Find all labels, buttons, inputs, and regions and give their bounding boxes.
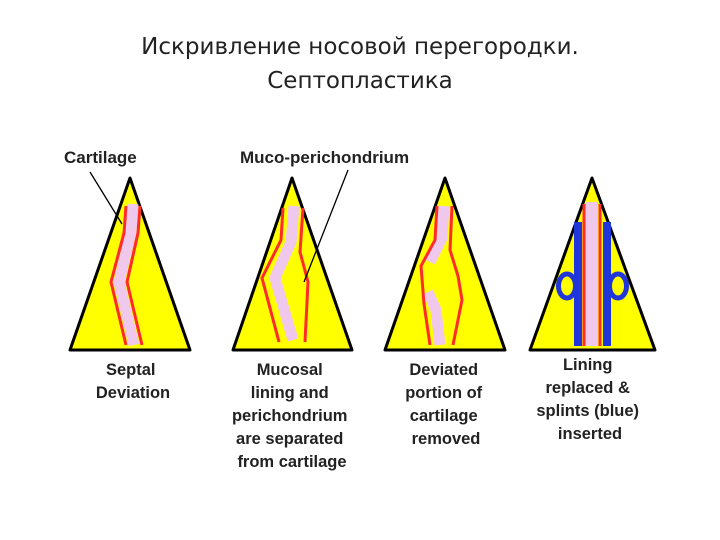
caption-line: lining and (251, 384, 329, 402)
panel-lining-separated (231, 169, 354, 352)
septoplasty-diagram: Cartilage Muco-perichondrium Sep (64, 148, 657, 471)
lining-left (419, 205, 439, 346)
lining-right (298, 207, 310, 343)
panel-cartilage-removed (383, 176, 507, 352)
caption-line: perichondrium (232, 407, 348, 425)
lining-left (109, 205, 128, 346)
caption-line: Deviated (409, 361, 478, 379)
caption-panel-2: Mucosal lining and perichondrium are sep… (232, 361, 352, 471)
lining-right (125, 205, 144, 346)
splint-loop-right (607, 271, 629, 301)
nasal-triangle (383, 176, 507, 352)
splint-left (574, 222, 582, 346)
caption-panel-4: Lining replaced & splints (blue) inserte… (536, 356, 643, 443)
cartilage-strip (585, 202, 598, 346)
panel-septal-deviation (68, 171, 192, 352)
caption-line: inserted (558, 425, 622, 443)
cartilage-strip (113, 203, 140, 347)
caption-line: removed (412, 430, 481, 448)
title-line-1: Искривление носовой перегородки. (141, 34, 579, 60)
caption-line: Deviation (96, 384, 170, 402)
muco-perichondrium-pointer (303, 169, 349, 283)
muco-perichondrium-label: Muco-perichondrium (240, 148, 409, 167)
caption-line: Septal (106, 361, 156, 379)
caption-line: replaced & (546, 379, 630, 397)
caption-line: Lining (563, 356, 612, 374)
cartilage-strip-lower (422, 289, 446, 346)
cartilage-strip-upper (425, 205, 450, 265)
splint-right (603, 222, 611, 346)
cartilage-pointer (89, 171, 123, 225)
title-line-2: Септопластика (267, 68, 453, 94)
caption-panel-3: Deviated portion of cartilage removed (405, 361, 487, 448)
caption-line: cartilage (410, 407, 478, 425)
slide-title: Искривление носовой перегородки. Септопл… (0, 30, 720, 98)
caption-panel-1: Septal Deviation (96, 361, 170, 402)
cartilage-label: Cartilage (64, 148, 137, 167)
caption-line: Mucosal (257, 361, 323, 379)
caption-line: splints (blue) (536, 402, 639, 420)
lining-right (448, 205, 464, 346)
splint-loop-left (556, 271, 578, 301)
lining-left (260, 207, 285, 343)
panel-splints-inserted (528, 176, 657, 352)
nasal-triangle (231, 176, 354, 352)
caption-line: portion of (405, 384, 482, 402)
cartilage-strip (269, 205, 300, 342)
caption-line: are separated (236, 430, 343, 448)
caption-line: from cartilage (237, 453, 346, 471)
